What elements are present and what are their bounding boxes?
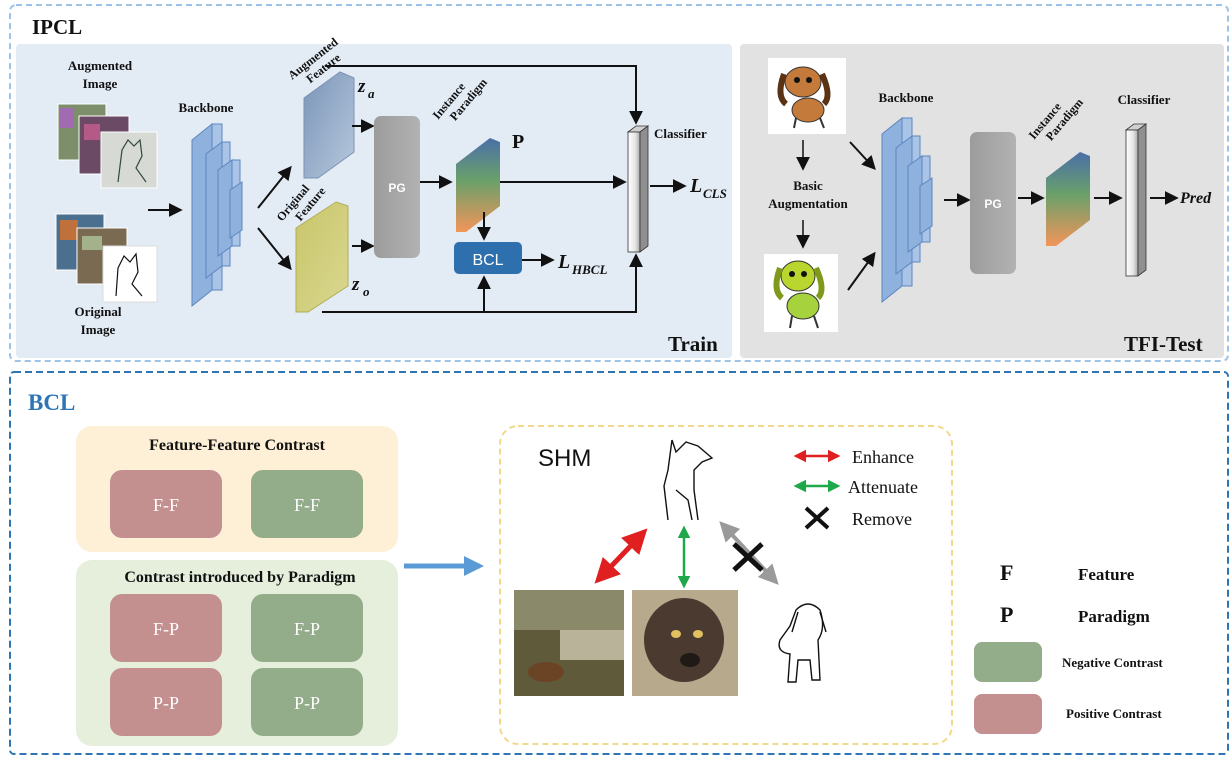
pp-positive-box	[110, 668, 222, 736]
test-input-image	[768, 58, 846, 134]
original-image-label-2: Image	[81, 322, 116, 337]
test-label: TFI-Test	[1124, 332, 1203, 356]
ff-positive-label: F-F	[153, 495, 179, 515]
test-pg-label: PG	[984, 197, 1001, 211]
classifier-label: Classifier	[654, 126, 707, 141]
enhance-arrow	[594, 528, 648, 584]
bcl-block	[454, 242, 522, 274]
attenuate-label: Attenuate	[848, 477, 918, 497]
za-subscript: a	[368, 86, 375, 101]
instance-paradigm-block	[456, 138, 500, 232]
lhbcl-subscript: HBCL	[571, 262, 607, 277]
original-image-label-1: Original	[75, 304, 122, 319]
backbone-block	[191, 122, 243, 308]
backbone-label: Backbone	[179, 100, 234, 115]
zo-subscript: o	[363, 284, 370, 299]
augmented-image-label-2: Image	[83, 76, 118, 91]
ff-group-title: Feature-Feature Contrast	[149, 437, 325, 454]
ipcl-frame	[9, 4, 1229, 362]
test-classifier-label: Classifier	[1118, 92, 1171, 107]
pp-negative-box	[251, 668, 363, 736]
anchor-sketch-image	[663, 439, 714, 521]
paradigm-p-label: P	[512, 131, 524, 153]
basic-augmentation-label-1: Basic	[793, 178, 823, 193]
painted-dog-portrait-image	[632, 590, 738, 696]
test-pg-block	[970, 132, 1016, 274]
painting-dog-image	[514, 590, 624, 696]
bcl-block-label: BCL	[472, 252, 503, 269]
legend-p-text: Paradigm	[1078, 607, 1150, 626]
remove-x-icon	[804, 506, 830, 530]
enhance-label: Enhance	[852, 447, 914, 467]
zo-symbol: z	[351, 274, 360, 295]
fp-negative-label: F-P	[294, 619, 320, 639]
test-backbone-block	[881, 116, 933, 304]
legend-negative-text: Negative Contrast	[1062, 655, 1163, 670]
legend-f-symbol: F	[1000, 560, 1013, 585]
shm-title: SHM	[538, 445, 591, 472]
original-image-stack	[55, 213, 158, 303]
test-classifier-block	[1124, 123, 1148, 277]
legend-negative-swatch	[974, 642, 1042, 682]
lcls-subscript: CLS	[703, 186, 727, 201]
test-augmented-image	[764, 254, 838, 332]
pred-label: Pred	[1179, 190, 1212, 207]
bcl-title: BCL	[28, 390, 75, 415]
pp-negative-label: P-P	[294, 693, 320, 713]
paradigm-group-title: Contrast introduced by Paradigm	[124, 569, 356, 586]
ff-negative-label: F-F	[294, 495, 320, 515]
za-symbol: z	[357, 76, 366, 97]
augmented-image-stack	[57, 103, 158, 189]
legend-positive-text: Positive Contrast	[1066, 706, 1162, 721]
test-backbone-label: Backbone	[879, 90, 934, 105]
remove-cross-icon	[732, 542, 764, 572]
augmented-feature-block	[303, 71, 355, 179]
pg-label: PG	[388, 181, 405, 195]
basic-augmentation-label-2: Augmentation	[768, 196, 848, 211]
lcls-symbol: L	[689, 175, 702, 197]
remove-label: Remove	[852, 509, 912, 529]
legend-positive-swatch	[974, 694, 1042, 734]
fp-negative-box	[251, 594, 363, 662]
pg-block	[374, 116, 420, 258]
train-label: Train	[668, 332, 718, 356]
fp-positive-label: F-P	[153, 619, 179, 639]
sketch-dog-image	[778, 603, 827, 683]
ff-positive-box	[110, 470, 222, 538]
shm-box	[499, 425, 953, 745]
ff-negative-box	[251, 470, 363, 538]
legend-f-text: Feature	[1078, 565, 1135, 584]
original-feature-block	[295, 201, 349, 313]
augmented-image-label-1: Augmented	[68, 58, 133, 73]
classifier-block	[626, 125, 650, 253]
pp-positive-label: P-P	[153, 693, 179, 713]
fp-positive-box	[110, 594, 222, 662]
legend-p-symbol: P	[1000, 602, 1013, 627]
test-instance-paradigm-block	[1046, 152, 1090, 246]
bcl-frame	[9, 371, 1229, 755]
ipcl-title: IPCL	[32, 15, 82, 39]
lhbcl-symbol: L	[557, 251, 570, 273]
